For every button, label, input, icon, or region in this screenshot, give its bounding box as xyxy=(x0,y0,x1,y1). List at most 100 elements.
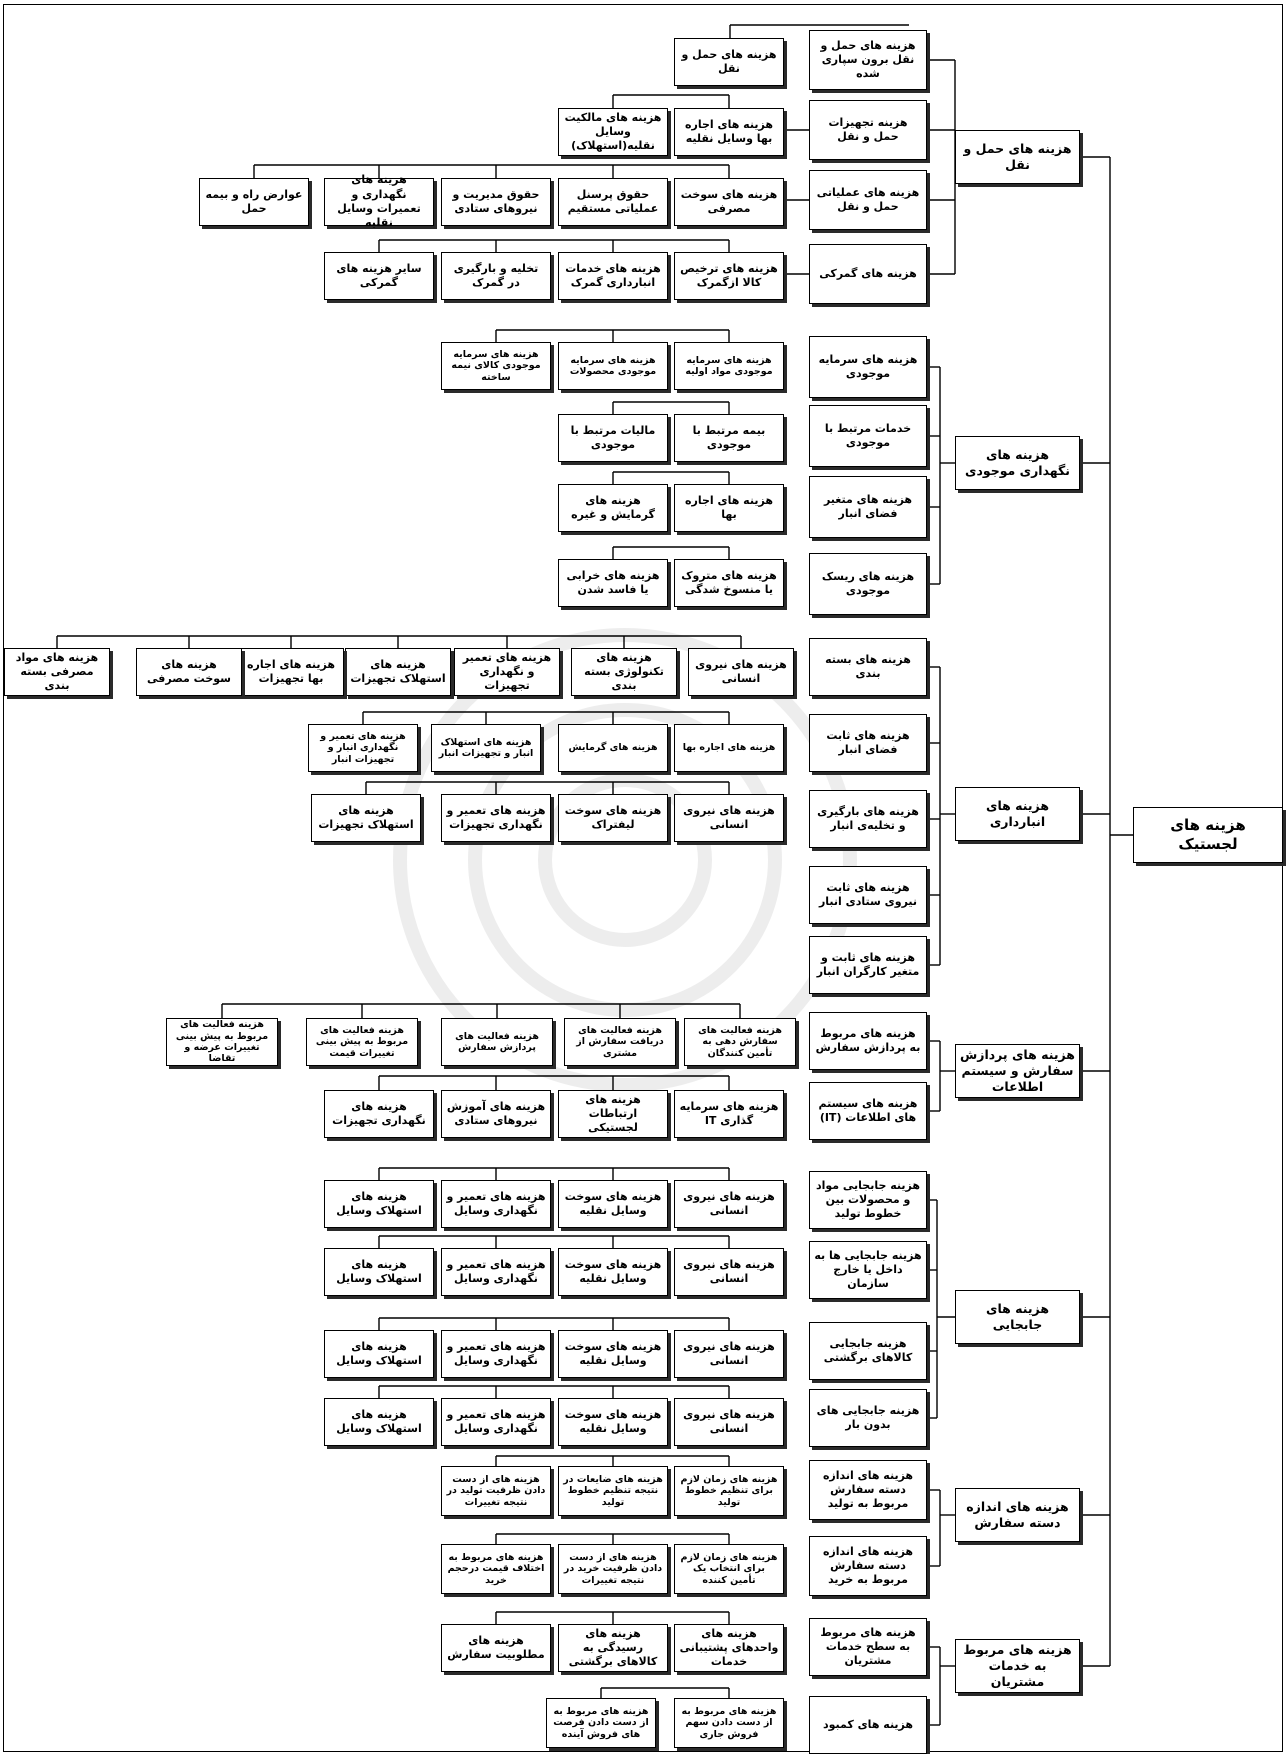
handling-leaf: هزینه های تعمیر و نگهداری وسایل xyxy=(441,1330,551,1378)
category-node: هزینه های مربوط به خدمات مشتریان xyxy=(955,1639,1080,1693)
warehouse-leaf: هزینه های تعمیر و نگهداری تجهیزات xyxy=(441,794,551,842)
transport-leaf: هزینه های مالکیت وسایل نقلیه(استهلاک) xyxy=(558,108,668,156)
category-node: هزینه های پردازش سفارش و سیستم اطلاعات xyxy=(955,1044,1080,1098)
warehouse-leaf: هزینه های سوخت لیفتراک xyxy=(558,794,668,842)
warehouse-sub: هزینه های ثابت و متغیر کارگران انبار xyxy=(809,936,927,994)
order-leaf: هزینه های سرمایه گذاری IT xyxy=(674,1090,784,1138)
lot-leaf: هزینه های زمان لازم برای انتخاب یک تأمین… xyxy=(674,1544,784,1594)
order-leaf: هزینه فعالیت های پردازش سفارش xyxy=(441,1018,553,1066)
service-sub: هزینه های کمبود xyxy=(809,1696,927,1754)
transport-sub: هزینه های عملیاتی حمل و نقل xyxy=(809,170,927,230)
warehouse-leaf: هزینه های نیروی انسانی xyxy=(674,794,784,842)
service-sub: هزینه های مربوط به سطح خدمات مشتریان xyxy=(809,1618,927,1676)
handling-leaf: هزینه های استهلاک وسایل xyxy=(324,1398,434,1446)
handling-leaf: هزینه های نیروی انسانی xyxy=(674,1398,784,1446)
inventory-leaf: هزینه های گرمایش و غیره xyxy=(558,484,668,532)
warehouse-leaf: هزینه های سوخت مصرفی xyxy=(136,648,242,696)
warehouse-sub: هزینه های ثابت نیروی ستادی انبار xyxy=(809,866,927,924)
handling-leaf: هزینه های تعمیر و نگهداری وسایل xyxy=(441,1248,551,1296)
transport-sub: هزینه های حمل و نقل برون سپاری شده xyxy=(809,30,927,90)
order-leaf: هزینه فعالیت های مربوط به پیش بینی تغییر… xyxy=(306,1018,418,1066)
warehouse-leaf: هزینه های اجاره بها تجهیزات xyxy=(238,648,344,696)
transport-leaf: هزینه های سوخت مصرفی xyxy=(674,178,784,226)
order-leaf: هزینه های نگهداری تجهیزات xyxy=(324,1090,434,1138)
warehouse-leaf: هزینه های تعمیر و نگهداری انبار و تجهیزا… xyxy=(308,724,418,772)
lot-leaf: هزینه های از دست دادن ظرفیت تولید در نتی… xyxy=(441,1466,551,1516)
handling-leaf: هزینه های استهلاک وسایل xyxy=(324,1330,434,1378)
warehouse-leaf: هزینه های تکنولوژی بسته بندی xyxy=(571,648,677,696)
inventory-leaf: مالیات مرتبط با موجودی xyxy=(558,414,668,462)
transport-sub: هزینه های گمرکی xyxy=(809,244,927,304)
inventory-sub: هزینه های متغیر فضای انبار xyxy=(809,476,927,538)
handling-leaf: هزینه های سوخت وسایل نقلیه xyxy=(558,1180,668,1228)
handling-leaf: هزینه های سوخت وسایل نقلیه xyxy=(558,1398,668,1446)
lot-sub: هزینه های اندازه دسته سفارش مربوط به خری… xyxy=(809,1536,927,1596)
warehouse-leaf: هزینه های تعمیر و نگهداری تجهیزات xyxy=(454,648,560,696)
handling-sub: هزینه جابجایی کالاهای برگشتی xyxy=(809,1322,927,1380)
inventory-sub: هزینه های ریسک موجودی xyxy=(809,553,927,615)
transport-leaf: عوارض راه و بیمه حمل xyxy=(199,178,309,226)
handling-leaf: هزینه های سوخت وسایل نقلیه xyxy=(558,1330,668,1378)
service-leaf: هزینه های مطلوبیت سفارش xyxy=(441,1624,551,1672)
transport-leaf: حقوق پرسنل عملیاتی مستقیم xyxy=(558,178,668,226)
inventory-sub: خدمات مرتبط با موجودی xyxy=(809,405,927,467)
order-sub: هزینه های سیستم های اطلاعات (IT) xyxy=(809,1082,927,1140)
handling-leaf: هزینه های تعمیر و نگهداری وسایل xyxy=(441,1180,551,1228)
handling-sub: هزینه جابجایی های بدون بار xyxy=(809,1389,927,1447)
category-node: هزینه های حمل و نقل xyxy=(955,130,1080,184)
transport-leaf: حقوق مدیریت و نیروهای ستادی xyxy=(441,178,551,226)
order-leaf: هزینه فعالیت های دریافت سفارش از مشتری xyxy=(564,1018,676,1066)
page-frame xyxy=(3,4,1283,1752)
transport-sub: هزینه تجهیزات حمل و نقل xyxy=(809,100,927,160)
inventory-leaf: هزینه های سرمایه موجودی محصولات xyxy=(558,342,668,390)
handling-leaf: هزینه های استهلاک وسایل xyxy=(324,1180,434,1228)
order-leaf: هزینه فعالیت های سفارش دهی به تأمین کنند… xyxy=(684,1018,796,1066)
inventory-sub: هزینه های سرمایه موجودی xyxy=(809,336,927,398)
inventory-leaf: هزینه های اجاره بها xyxy=(674,484,784,532)
warehouse-leaf: هزینه های مواد مصرفی بسته بندی xyxy=(4,648,110,696)
transport-leaf: هزینه های ترخیص کالا ازگمرک xyxy=(674,252,784,300)
warehouse-leaf: هزینه های استهلاک تجهیزات xyxy=(311,794,421,842)
warehouse-leaf: هزینه های نیروی انسانی xyxy=(688,648,794,696)
warehouse-sub: هزینه های بسته بندی xyxy=(809,638,927,696)
warehouse-sub: هزینه های بارگیری و تخلیه‌ی انبار xyxy=(809,790,927,848)
lot-leaf: هزینه های ضایعات در نتیجه تنظیم خطوط تول… xyxy=(558,1466,668,1516)
order-leaf: هزینه های آموزش نیروهای ستادی xyxy=(441,1090,551,1138)
handling-leaf: هزینه های استهلاک وسایل xyxy=(324,1248,434,1296)
handling-leaf: هزینه های نیروی انسانی xyxy=(674,1180,784,1228)
transport-leaf: تخلیه و بارگیری در گمرک xyxy=(441,252,551,300)
inventory-leaf: بیمه مرتبط با موجودی xyxy=(674,414,784,462)
category-node: هزینه های جابجایی xyxy=(955,1290,1080,1344)
transport-leaf: سایر هزینه های گمرکی xyxy=(324,252,434,300)
category-node: هزینه های انبارداری xyxy=(955,787,1080,841)
category-node: هزینه های اندازه دسته سفارش xyxy=(955,1488,1080,1542)
transport-leaf: هزینه های اجاره بها وسایل نقلیه xyxy=(674,108,784,156)
order-sub: هزینه های مربوط به پردازش سفارش xyxy=(809,1012,927,1070)
service-leaf: هزینه های مربوط به از دست دادن سهم فروش … xyxy=(674,1698,784,1748)
category-node: هزینه های نگهداری موجودی xyxy=(955,436,1080,490)
transport-leaf: هزینه های نگهداری و تعمیرات وسایل نقلیه xyxy=(324,173,434,229)
inventory-leaf: هزینه های سرمایه موجودی کالای نیمه ساخته xyxy=(441,342,551,390)
handling-leaf: هزینه های نیروی انسانی xyxy=(674,1330,784,1378)
warehouse-sub: هزینه های ثابت فضای انبار xyxy=(809,714,927,772)
warehouse-leaf: هزینه های اجاره بها xyxy=(674,724,784,772)
lot-leaf: هزینه های از دست دادن ظرفیت خرید در نتیج… xyxy=(558,1544,668,1594)
transport-leaf: هزینه های حمل و نقل xyxy=(674,38,784,86)
service-leaf: هزینه های مربوط به از دست دادن فرصت های … xyxy=(546,1698,656,1748)
warehouse-leaf: هزینه های استهلاک تجهیزات xyxy=(345,648,451,696)
root-node: هزینه های لجستیک xyxy=(1133,807,1283,863)
service-leaf: هزینه های رسیدگی به کالاهای برگشتی xyxy=(558,1624,668,1672)
handling-leaf: هزینه های تعمیر و نگهداری وسایل xyxy=(441,1398,551,1446)
handling-leaf: هزینه های نیروی انسانی xyxy=(674,1248,784,1296)
handling-sub: هزینه جابجایی ها به داخل یا خارج سازمان xyxy=(809,1241,927,1299)
warehouse-leaf: هزینه های استهلاک انبار و تجهیزات انبار xyxy=(431,724,541,772)
inventory-leaf: هزینه های خرابی یا فاسد شدن xyxy=(558,559,668,607)
handling-leaf: هزینه های سوخت وسایل نقلیه xyxy=(558,1248,668,1296)
transport-leaf: هزینه های خدمات انبارداری گمرک xyxy=(558,252,668,300)
inventory-leaf: هزینه های سرمایه موجودی مواد اولیه xyxy=(674,342,784,390)
warehouse-leaf: هزینه های گرمایش xyxy=(558,724,668,772)
lot-sub: هزینه های اندازه دسته سفارش مربوط به تول… xyxy=(809,1460,927,1520)
lot-leaf: هزینه های مربوط به اختلاف قیمت درحجم خری… xyxy=(441,1544,551,1594)
